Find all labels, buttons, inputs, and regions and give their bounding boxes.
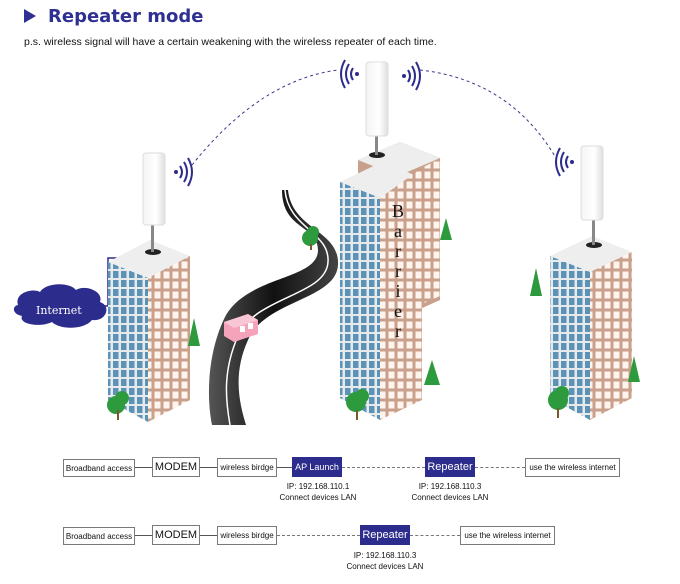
wireless-link-dashed [342, 467, 425, 468]
repeater-caption: IP: 192.168.110.3 Connect devices LAN [412, 481, 489, 503]
internet-label: Internet [36, 304, 82, 317]
flow-node-modem: MODEM [152, 525, 200, 545]
note-text: p.s. wireless signal will have a certain… [24, 36, 437, 48]
wifi-signal-icon-3 [555, 147, 574, 177]
connector-line [200, 467, 217, 468]
barrier-letter: a [394, 221, 402, 241]
signal-path-1 [191, 69, 339, 166]
internet-cloud [13, 284, 107, 328]
connector-line [135, 535, 152, 536]
ap-launch-caption: IP: 192.168.110.1 Connect devices LAN [280, 481, 357, 503]
connector-line [135, 467, 152, 468]
caption-sub: Connect devices LAN [411, 493, 489, 502]
antenna-3 [580, 145, 604, 221]
flow-node-ap-launch: AP Launch [292, 457, 342, 477]
page-title-text: Repeater mode [48, 5, 204, 27]
building-repeater [550, 145, 632, 420]
antenna-1 [142, 152, 166, 226]
barrier-letter: r [395, 321, 401, 341]
barrier-letter: i [395, 281, 401, 301]
caption-sub: Connect devices LAN [279, 493, 357, 502]
barrier-letter: r [395, 261, 401, 281]
barrier-letter: e [394, 301, 402, 321]
flow-node-wireless-bridge: wireless birdge [217, 526, 277, 545]
connector-line [277, 467, 292, 468]
repeater-caption: IP: 192.168.110.3 Connect devices LAN [347, 550, 424, 572]
flow-node-broadband: Broadband access [63, 459, 135, 477]
wireless-link-dashed [277, 535, 360, 536]
barrier-label: B a r r i e r [388, 201, 408, 341]
network-illustration [13, 59, 640, 426]
wireless-link-dashed [410, 535, 460, 536]
tree-icon [107, 218, 640, 420]
antenna-2 [365, 61, 389, 137]
flow-node-use-internet: use the wireless internet [525, 458, 620, 477]
caption-sub: Connect devices LAN [346, 562, 424, 571]
flow-node-broadband: Broadband access [63, 527, 135, 545]
wireless-link-dashed [475, 467, 525, 468]
connector-line [200, 535, 217, 536]
play-triangle-icon [24, 9, 36, 23]
barrier-letter: r [395, 241, 401, 261]
wifi-signal-left-icon [340, 59, 359, 89]
flow-node-repeater: Repeater [360, 525, 410, 545]
wifi-signal-right-icon [402, 61, 421, 91]
flow-node-wireless-bridge: wireless birdge [217, 458, 277, 477]
ip-address: IP: 192.168.110.3 [353, 551, 417, 560]
ip-address: IP: 192.168.110.3 [418, 482, 482, 491]
road [208, 189, 339, 426]
barrier-letter: B [391, 201, 404, 221]
signal-path-2 [419, 69, 557, 159]
building-ap-launch [108, 152, 193, 422]
building-barrier [340, 59, 440, 420]
ip-address: IP: 192.168.110.1 [286, 482, 350, 491]
flow-node-use-internet: use the wireless internet [460, 526, 555, 545]
page-title: Repeater mode [24, 4, 203, 28]
car-icon [224, 314, 258, 342]
flow-node-repeater: Repeater [425, 457, 475, 477]
flow-node-modem: MODEM [152, 457, 200, 477]
wifi-signal-icon [174, 157, 193, 187]
